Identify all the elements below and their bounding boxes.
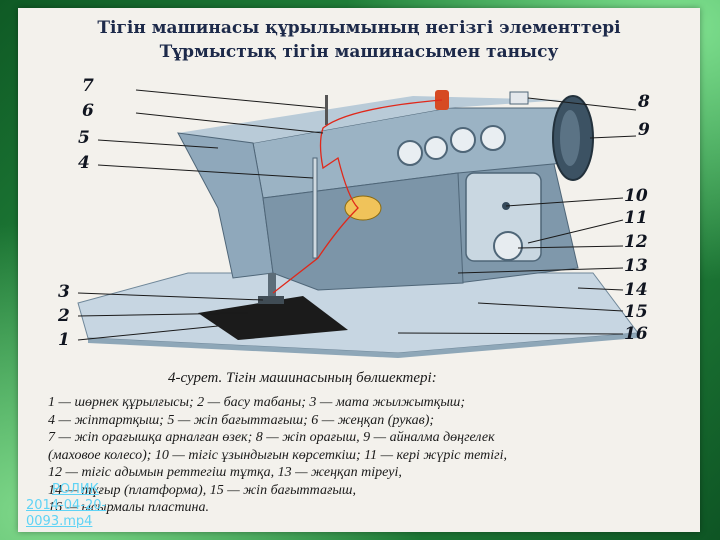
stitch-dial-1 — [397, 140, 423, 166]
parts-legend: 1 — шөрнек құрылғысы; 2 — басу табаны; 3… — [48, 394, 688, 517]
callout-5: 5 — [78, 128, 90, 148]
video-link-label: РОЛИК — [52, 482, 99, 497]
callout-12: 12 — [624, 232, 648, 252]
callout-2: 2 — [58, 306, 70, 326]
presser-foot — [258, 296, 284, 304]
video-filename-line1: 2014-04-20- — [26, 498, 107, 513]
machine-arm-top — [178, 96, 563, 143]
callout-11: 11 — [624, 208, 648, 228]
bobbin-winder — [509, 91, 529, 105]
callout-4: 4 — [78, 153, 90, 173]
callout-10: 10 — [624, 186, 648, 206]
stitch-regulator-knob — [493, 231, 523, 261]
stitch-dial-3 — [450, 127, 476, 153]
callout-1: 1 — [58, 330, 70, 350]
sewing-machine-illustration — [77, 89, 639, 358]
leader-lines — [77, 89, 637, 341]
callout-15: 15 — [624, 302, 648, 322]
textbook-page: Тігін машинасы құрылымының негізгі элеме… — [18, 8, 700, 532]
callout-3: 3 — [58, 282, 70, 302]
thread-path — [272, 99, 443, 294]
legend-line: 1 — шөрнек құрылғысы; 2 — басу табаны; 3… — [48, 395, 466, 410]
page-title: Тігін машинасы құрылымының негізгі элеме… — [97, 18, 621, 38]
stitch-dial-4 — [480, 125, 506, 151]
callout-7: 7 — [82, 76, 94, 96]
spool-pin — [325, 95, 328, 125]
platform-front — [88, 333, 638, 358]
callout-6: 6 — [82, 101, 94, 121]
callout-9: 9 — [638, 120, 650, 140]
video-link[interactable]: РОЛИК 2014-04-20- 0093.mp4 — [26, 482, 106, 530]
figure-caption: 4-сурет. Тігін машинасының бөлшектері: — [168, 370, 437, 386]
stitch-dial-2 — [424, 136, 448, 160]
handwheel-rim — [560, 110, 580, 166]
video-filename-line2: 0093.mp4 — [26, 514, 93, 529]
callout-13: 13 — [624, 256, 648, 276]
legend-line: 14 — түғыр (платформа), 15 — жіп бағытта… — [48, 482, 356, 498]
legend-line: 7 — жіп орағышқа арналған өзек; 8 — жіп … — [48, 430, 495, 445]
legend-line: 12 — тігіс адымын реттегіш тұтқа, 13 — ж… — [48, 465, 402, 480]
legend-line: 16 — ысырмалы пластина. — [48, 500, 209, 515]
callout-14: 14 — [624, 280, 648, 300]
page-subtitle: Тұрмыстық тігін машинасымен танысу — [159, 42, 559, 62]
slide-plate — [198, 296, 348, 340]
callout-8: 8 — [638, 92, 650, 112]
legend-line: (маховое колесо); 10 — тігіс ұзындығын к… — [48, 447, 507, 463]
take-up-lever — [312, 157, 318, 259]
needle-bar — [268, 273, 276, 298]
stitch-length-panel — [465, 172, 542, 262]
legend-line: 4 — жіптартқыш; 5 — жіп бағыттағыш; 6 — … — [48, 412, 435, 428]
callout-16: 16 — [624, 324, 648, 344]
